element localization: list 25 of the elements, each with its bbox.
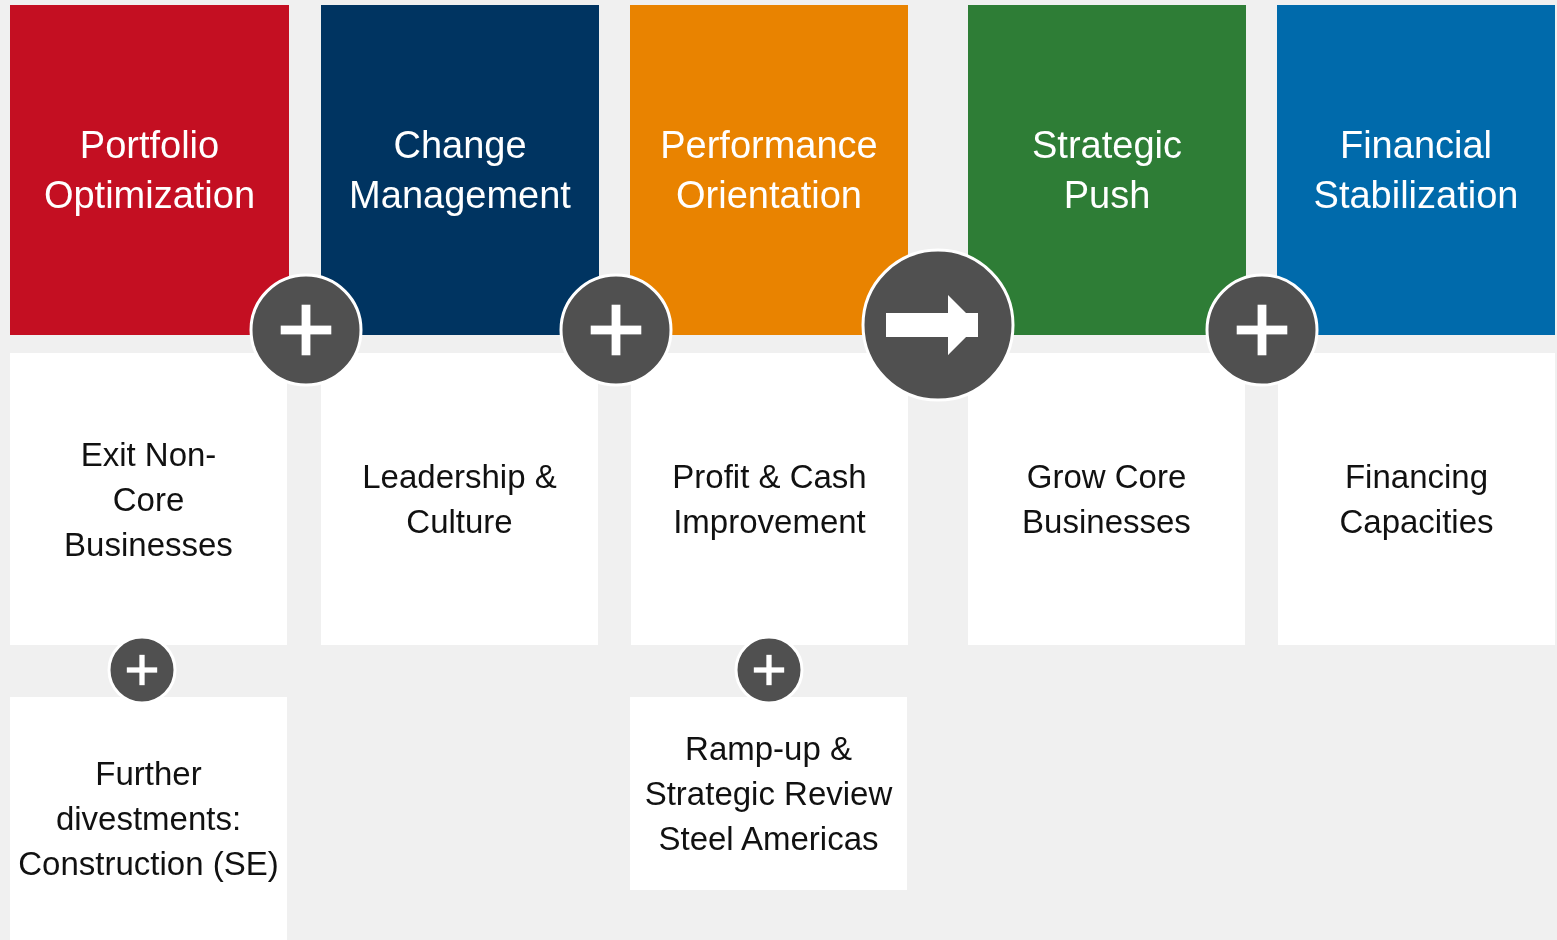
panel-text: Exit Non-Core Businesses (63, 434, 234, 565)
panel-text: Further divestments: Construction (SE) (18, 754, 279, 884)
text-panel (968, 353, 1245, 645)
pillar-title: Strategic Push (1031, 123, 1183, 218)
pillar-header (1277, 5, 1555, 335)
pillar-header (321, 5, 599, 335)
pillar-title: Change Management (348, 123, 572, 218)
text-panel (10, 353, 287, 645)
arrow (886, 295, 978, 356)
pillar-header (10, 5, 289, 335)
text-panel (321, 353, 598, 645)
panel-text: Profit & Cash Improvement (671, 457, 868, 542)
panel-text: Financing Capacities (1338, 457, 1495, 542)
text-panel (1278, 353, 1555, 645)
pillar-title: Portfolio Optimization (42, 123, 257, 218)
text-panel (630, 697, 907, 890)
text-panel (10, 697, 287, 940)
panel-text: Grow Core Businesses (1021, 457, 1192, 542)
pillar-title: Performance Orientation (659, 123, 879, 218)
panel-text: Ramp-up & Strategic Review Steel Americas (643, 729, 894, 859)
panel-text: Leadership & Culture (361, 457, 558, 542)
text-panel (631, 353, 908, 645)
pillar-title: Financial Stabilization (1312, 123, 1520, 218)
pillar-header (630, 5, 908, 335)
pillar-header (968, 5, 1246, 335)
